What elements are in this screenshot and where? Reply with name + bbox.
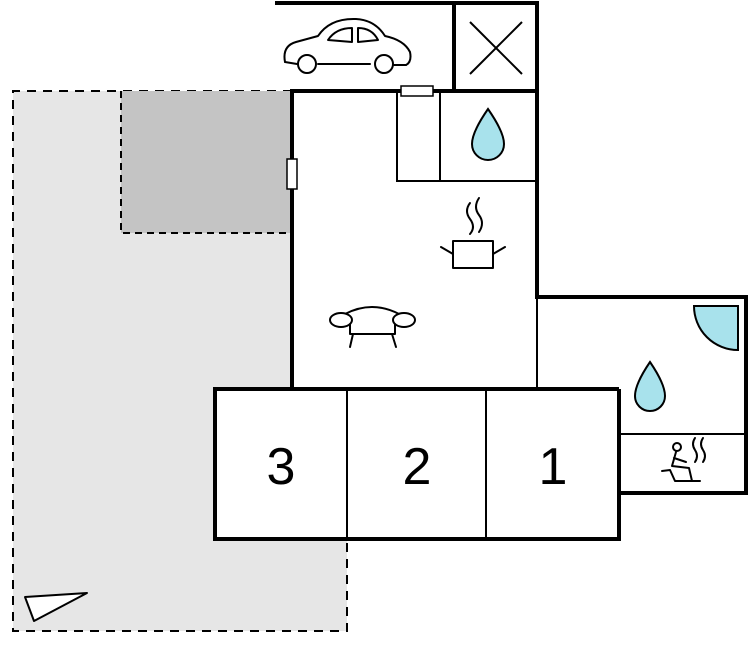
car-icon — [283, 17, 412, 74]
cooking-pot-icon — [440, 197, 506, 269]
shower-corner-icon — [692, 305, 739, 352]
room-label-3: 3 — [267, 438, 296, 496]
terrace-door — [286, 158, 298, 190]
room-label-2: 2 — [403, 438, 432, 496]
room-label-1: 1 — [539, 438, 568, 496]
sofa-icon — [329, 306, 416, 348]
window-top — [400, 85, 434, 97]
compass-arrow-icon — [24, 592, 88, 622]
cross-icon — [469, 21, 523, 75]
covered-terrace — [121, 91, 292, 233]
bathroom-water-drop-icon — [633, 360, 667, 412]
water-drop-icon — [470, 107, 506, 161]
covered-terrace-dashed-edge — [120, 91, 292, 234]
utility-room-walls — [396, 91, 537, 182]
sauna-icon — [661, 437, 706, 482]
terrace-dashed-outline — [12, 90, 348, 632]
